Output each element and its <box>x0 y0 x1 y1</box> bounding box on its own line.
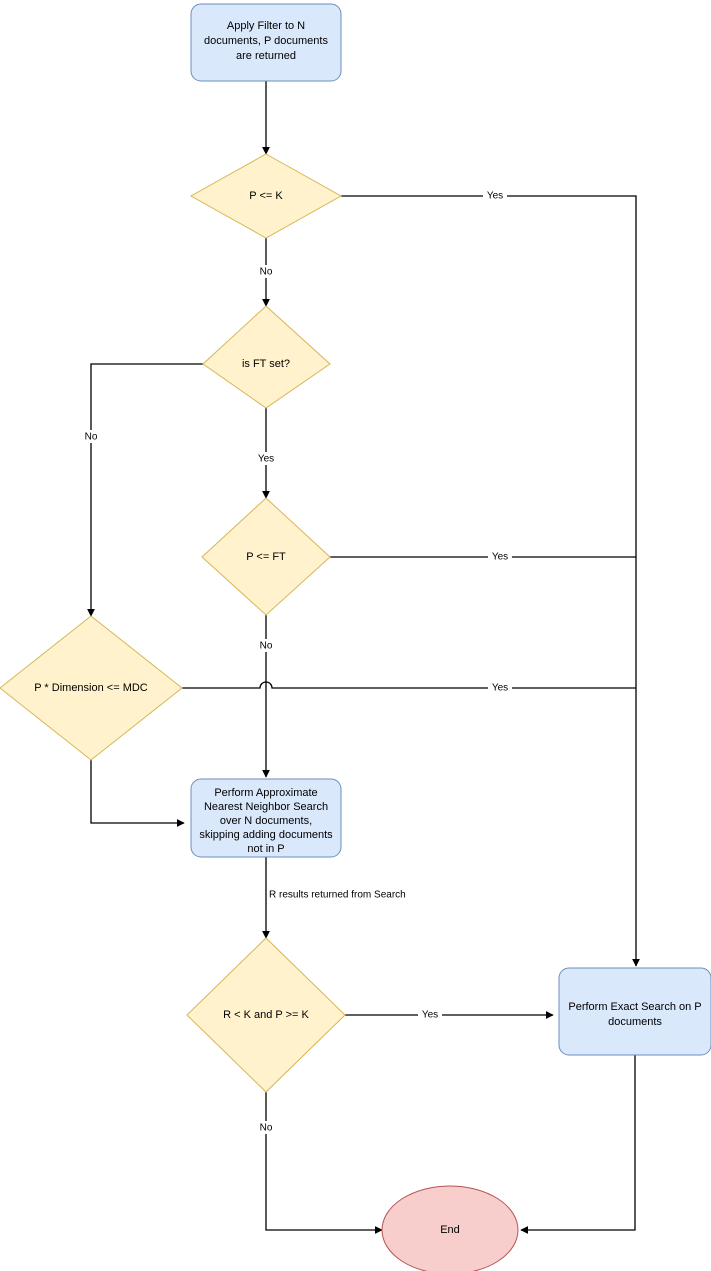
edge-p-dimension-mdc-no <box>90 760 185 827</box>
approximate-search-box[interactable] <box>190 778 342 858</box>
edge-label-is-ft-set-yes: Yes <box>258 454 274 465</box>
edge-r-decision-yes: Yes <box>345 1008 554 1021</box>
node-end[interactable]: End <box>381 1185 519 1271</box>
apply-filter-box[interactable] <box>190 3 342 82</box>
p-dimension-mdc-label: P * Dimension <= MDC <box>34 682 148 694</box>
edge-label-r-decision-yes: Yes <box>422 1010 438 1021</box>
r-lt-k-diamond[interactable] <box>186 937 346 1093</box>
edge-label-p-dimension-mdc-yes: Yes <box>492 683 508 694</box>
edge-p-dimension-mdc-yes: Yes <box>182 681 636 694</box>
node-p-le-k[interactable]: P <= K <box>189 153 343 239</box>
edge-label-r-results: R results returned from Search <box>269 890 406 901</box>
approximate-search-line-4: skipping adding documents <box>199 829 333 841</box>
p-le-ft-diamond[interactable] <box>201 497 331 616</box>
edge-p-le-ft-yes: Yes <box>330 550 636 563</box>
edge-label-p-le-k-yes: Yes <box>487 191 503 202</box>
node-p-dimension-mdc[interactable]: P * Dimension <= MDC <box>0 615 183 761</box>
edge-p-le-ft-no: No <box>255 615 277 778</box>
edge-label-p-le-k-no: No <box>260 267 273 278</box>
edge-label-p-le-ft-yes: Yes <box>492 552 508 563</box>
apply-filter-line-1: Apply Filter to N <box>227 20 305 32</box>
p-le-ft-label: P <= FT <box>246 551 286 563</box>
apply-filter-line-2: documents, P documents <box>204 35 328 47</box>
edge-r-decision-no: No <box>255 1092 383 1234</box>
node-approximate-search[interactable]: Perform Approximate Nearest Neighbor Sea… <box>190 778 342 858</box>
p-le-k-diamond[interactable] <box>189 153 343 239</box>
r-lt-k-label: R < K and P >= K <box>223 1009 309 1021</box>
edge-p-le-k-no: No <box>255 238 277 307</box>
p-dimension-mdc-diamond[interactable] <box>0 615 183 761</box>
node-p-le-ft[interactable]: P <= FT <box>201 497 331 616</box>
edge-label-r-decision-no: No <box>260 1123 273 1134</box>
is-ft-set-label: is FT set? <box>242 358 290 370</box>
exact-search-line-2: documents <box>608 1016 662 1028</box>
approximate-search-line-2: Nearest Neighbor Search <box>204 801 328 813</box>
node-r-lt-k-and-p-ge-k[interactable]: R < K and P >= K <box>186 937 346 1093</box>
exact-search-line-1: Perform Exact Search on P <box>568 1001 701 1013</box>
node-apply-filter[interactable]: Apply Filter to N documents, P documents… <box>190 3 342 82</box>
edge-is-ft-set-yes: Yes <box>254 408 279 499</box>
p-le-k-label: P <= K <box>249 190 283 202</box>
approximate-search-line-3: over N documents, <box>220 815 312 827</box>
edge-label-is-ft-set-no: No <box>85 432 98 443</box>
edge-label-p-le-ft-no: No <box>260 641 273 652</box>
edge-is-ft-set-no: No <box>80 363 203 617</box>
is-ft-set-diamond[interactable] <box>202 305 331 409</box>
node-is-ft-set[interactable]: is FT set? <box>202 305 331 409</box>
end-label: End <box>440 1224 460 1236</box>
edge-ann-to-r-decision: R results returned from Search <box>262 857 406 939</box>
end-ellipse[interactable] <box>381 1185 519 1271</box>
edge-exact-search-to-end <box>520 1055 636 1234</box>
node-exact-search[interactable]: Perform Exact Search on P documents <box>558 967 711 1056</box>
approximate-search-line-5: not in P <box>247 843 284 855</box>
approximate-search-line-1: Perform Approximate <box>214 787 317 799</box>
edge-p-le-k-yes: Yes <box>341 189 640 967</box>
exact-search-box[interactable] <box>558 967 711 1056</box>
apply-filter-line-3: are returned <box>236 50 296 62</box>
